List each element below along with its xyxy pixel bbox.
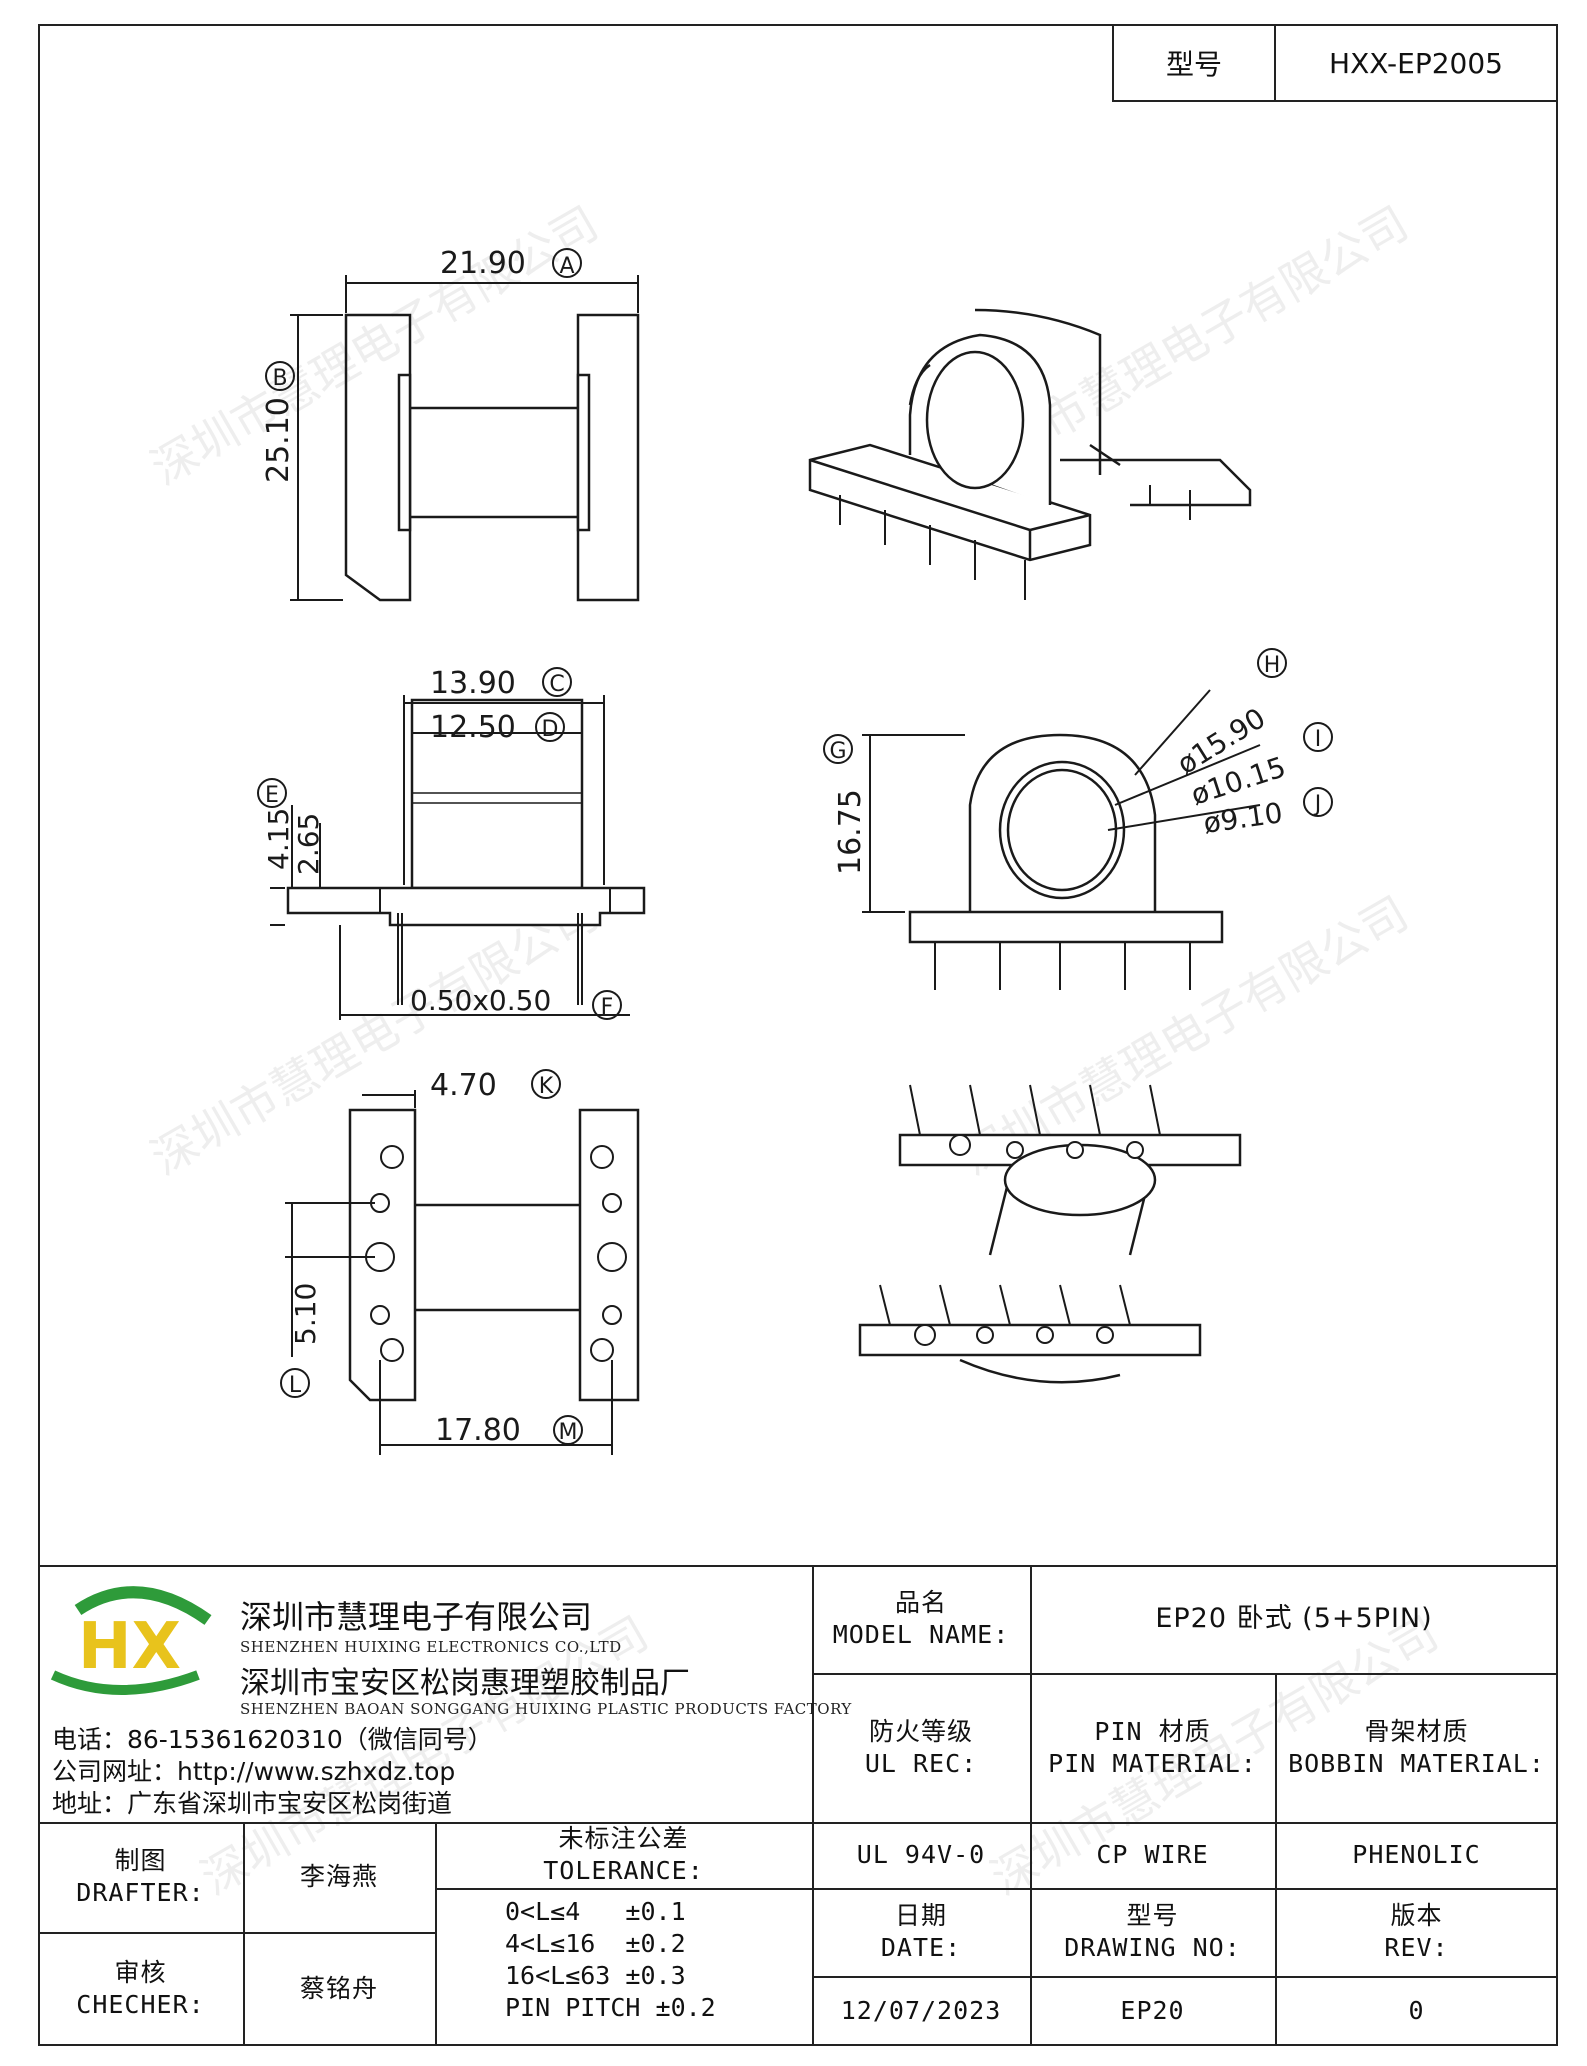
marker-l: L <box>289 1373 302 1398</box>
tolerance-row-2: 4<L≤16 ±0.2 <box>505 1929 686 1958</box>
company-name-cn: 深圳市慧理电子有限公司 <box>240 1598 593 1636</box>
marker-j: J <box>1313 792 1322 817</box>
dim-d-value: 12.50 <box>430 710 516 745</box>
technical-drawing: 21.90 A 25.10 B <box>257 246 1333 1455</box>
marker-d: D <box>542 717 559 742</box>
dim-k-value: 4.70 <box>430 1068 497 1103</box>
dim-e-value: 4.15 <box>262 808 295 870</box>
drawing-frame <box>38 24 1558 2046</box>
model-number-box: 型号 HXX-EP2005 <box>1112 24 1558 102</box>
model-name-value: EP20 卧式 (5+5PIN) <box>1155 1603 1433 1634</box>
marker-k: K <box>539 1074 554 1099</box>
marker-i: I <box>1315 727 1322 752</box>
marker-e: E <box>265 783 279 808</box>
checker-value: 蔡铭舟 <box>299 1974 378 2003</box>
end-view: 16.75 G ø15.90 ø10.15 ø9.10 H I J <box>823 648 1333 990</box>
tolerance-row-1: 0<L≤4 ±0.1 <box>505 1897 686 1926</box>
marker-g: G <box>829 739 846 764</box>
tolerance-row-3: 16<L≤63 ±0.3 <box>505 1961 686 1990</box>
website-text: 公司网址：http://www.szhxdz.top <box>52 1757 456 1786</box>
company-logo: HX <box>50 1586 212 1695</box>
model-value: HXX-EP2005 <box>1329 46 1503 80</box>
bobbin-material-value: PHENOLIC <box>1352 1840 1481 1869</box>
logo-h: HX <box>78 1610 181 1684</box>
isometric-view-2 <box>858 1084 1242 1384</box>
factory-name-cn: 深圳市宝安区松岗惠理塑胶制品厂 <box>240 1666 690 1701</box>
dim-m-value: 17.80 <box>435 1413 521 1448</box>
factory-name-en: SHENZHEN BAOAN SONGGANG HUIXING PLASTIC … <box>240 1700 852 1718</box>
pin-material-value: CP WIRE <box>1096 1840 1209 1869</box>
dim-b-value: 25.10 <box>261 397 296 483</box>
dim-a-value: 21.90 <box>440 246 526 281</box>
phone-text: 电话：86-15361620310（微信同号） <box>52 1725 493 1754</box>
marker-f: F <box>601 995 614 1020</box>
marker-c: C <box>549 672 564 697</box>
dim-e2-value: 2.65 <box>292 813 325 875</box>
address-text: 地址：广东省深圳市宝安区松岗街道 <box>52 1789 453 1818</box>
bottom-view: 4.70 K 5.10 L 17.80 M <box>280 1068 640 1455</box>
marker-h: H <box>1264 653 1281 678</box>
isometric-view-1 <box>808 308 1252 600</box>
dim-l-value: 5.10 <box>289 1283 322 1345</box>
front-view: 21.90 A 25.10 B <box>261 246 640 602</box>
company-name-en: SHENZHEN HUIXING ELECTRONICS CO.,LTD <box>240 1638 622 1656</box>
marker-m: M <box>559 1420 578 1445</box>
side-view: 13.90 C 12.50 D 4.15 2.65 E 0.50x0.50 F <box>257 666 646 1020</box>
marker-b: B <box>272 366 287 391</box>
rev-value: 0 <box>1408 1996 1425 2025</box>
drawing-no-value: EP20 <box>1120 1996 1185 2025</box>
marker-a: A <box>559 254 574 279</box>
dim-f-value: 0.50x0.50 <box>410 984 551 1017</box>
ul-rec-value: UL 94V-0 <box>856 1840 986 1869</box>
date-value: 12/07/2023 <box>840 1996 1002 2025</box>
tolerance-row-4: PIN PITCH ±0.2 <box>505 1993 716 2022</box>
dim-c-value: 13.90 <box>430 666 516 701</box>
model-label: 型号 <box>1114 26 1276 100</box>
drafter-value: 李海燕 <box>299 1862 378 1891</box>
dim-g-value: 16.75 <box>833 789 868 875</box>
